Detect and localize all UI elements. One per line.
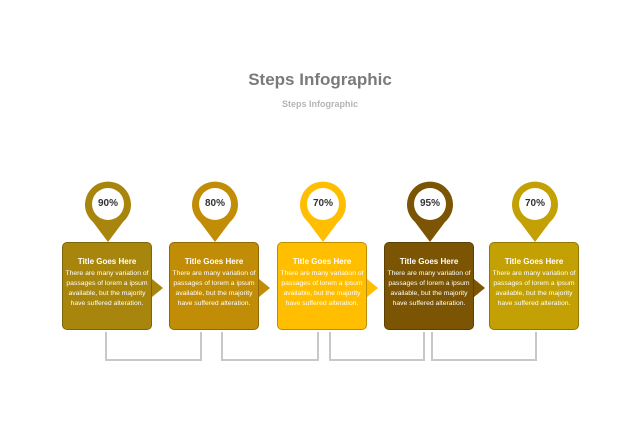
arrow-right-icon — [474, 279, 485, 297]
step-percent: 90% — [97, 198, 118, 209]
step-4: 95% Title Goes Here There are many varia… — [384, 180, 476, 332]
connector-3-4 — [329, 332, 425, 361]
step-description: There are many variation of passages of … — [280, 270, 364, 307]
step-title: Title Goes Here — [184, 257, 244, 266]
step-card: Title Goes Here There are many variation… — [62, 242, 152, 330]
page-subtitle: Steps Infographic — [281, 99, 358, 109]
step-description: There are many variation of passages of … — [387, 270, 471, 307]
step-card: Title Goes Here There are many variation… — [277, 242, 367, 330]
pin-marker-icon: 80% — [190, 180, 240, 243]
step-card: Title Goes Here There are many variation… — [169, 242, 259, 330]
step-card: Title Goes Here There are many variation… — [384, 242, 474, 330]
step-description: There are many variation of passages of … — [492, 270, 576, 307]
arrow-right-icon — [259, 279, 270, 297]
step-3: 70% Title Goes Here There are many varia… — [277, 180, 369, 332]
step-title: Title Goes Here — [292, 257, 352, 266]
step-title: Title Goes Here — [77, 257, 137, 266]
pin-marker-icon: 70% — [510, 180, 560, 243]
connector-1-2 — [105, 332, 202, 361]
step-title: Title Goes Here — [399, 257, 459, 266]
step-description: There are many variation of passages of … — [172, 270, 256, 307]
page-title: Steps Infographic — [248, 70, 392, 89]
step-2: 80% Title Goes Here There are many varia… — [169, 180, 261, 332]
arrow-right-icon — [152, 279, 163, 297]
step-card: Title Goes Here There are many variation… — [489, 242, 579, 330]
step-percent: 95% — [419, 198, 440, 209]
step-title: Title Goes Here — [504, 257, 564, 266]
pin-marker-icon: 70% — [298, 180, 348, 243]
pin-marker-icon: 95% — [405, 180, 455, 243]
step-percent: 80% — [204, 198, 225, 209]
step-percent: 70% — [524, 198, 545, 209]
step-1: 90% Title Goes Here There are many varia… — [62, 180, 154, 332]
pin-marker-icon: 90% — [83, 180, 133, 243]
arrow-right-icon — [367, 279, 378, 297]
step-5: 70% Title Goes Here There are many varia… — [489, 180, 581, 332]
connector-2-3 — [221, 332, 319, 361]
connector-4-5 — [431, 332, 537, 361]
step-percent: 70% — [312, 198, 333, 209]
step-description: There are many variation of passages of … — [65, 270, 149, 307]
